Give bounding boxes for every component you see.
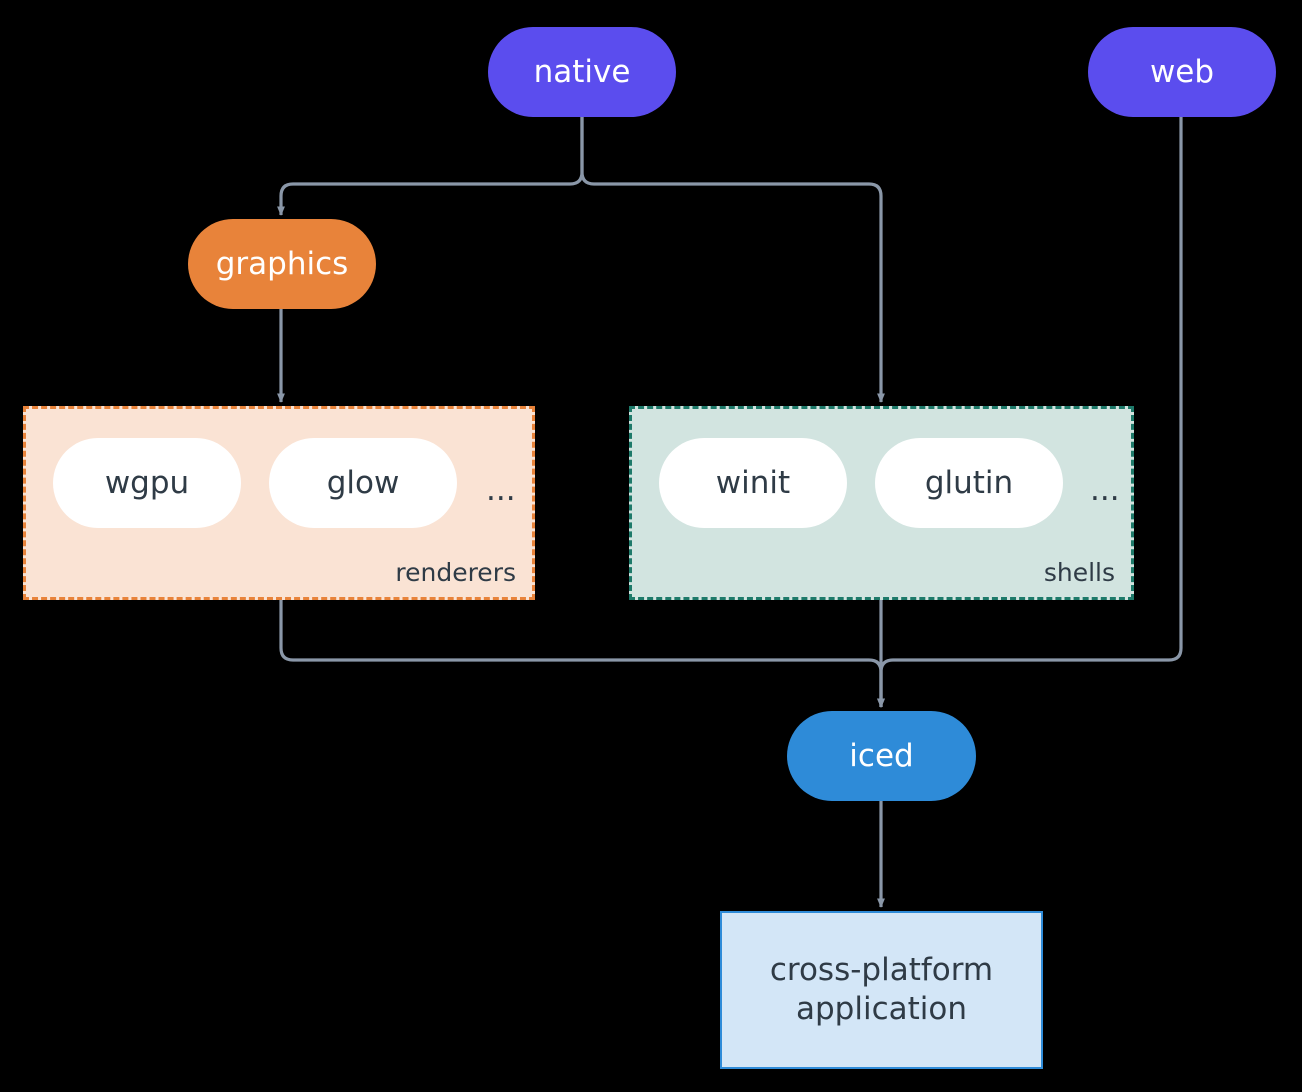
renderers-more-ellipsis: ... [486,472,516,508]
node-wgpu-label: wgpu [104,464,190,501]
node-native-label: native [533,53,631,90]
node-web[interactable]: web [1088,27,1276,117]
node-glow-label: glow [326,464,400,501]
group-shells-label: shells [1043,558,1115,587]
edge-native-to-graphics [277,117,584,216]
node-glow[interactable]: glow [269,438,457,528]
node-iced[interactable]: iced [787,711,976,801]
group-renderers: wgpu glow ... renderers [23,406,535,600]
edge-native-to-shells [580,117,885,403]
node-graphics[interactable]: graphics [188,219,376,309]
group-renderers-label: renderers [395,558,516,587]
edge-renderers-to-iced [279,600,885,708]
node-winit-label: winit [715,464,791,501]
node-native[interactable]: native [488,27,676,117]
node-application-line2: application [796,991,967,1027]
node-iced-label: iced [849,737,914,774]
node-glutin[interactable]: glutin [875,438,1063,528]
node-winit[interactable]: winit [659,438,847,528]
node-web-label: web [1149,53,1215,90]
shells-more-ellipsis: ... [1090,472,1120,508]
group-shells: winit glutin ... shells [629,406,1134,600]
node-glutin-label: glutin [924,464,1014,501]
node-wgpu[interactable]: wgpu [53,438,241,528]
node-application-line1: cross-platform [769,952,994,989]
node-graphics-label: graphics [215,245,349,282]
node-application[interactable]: cross-platform application [720,911,1043,1069]
